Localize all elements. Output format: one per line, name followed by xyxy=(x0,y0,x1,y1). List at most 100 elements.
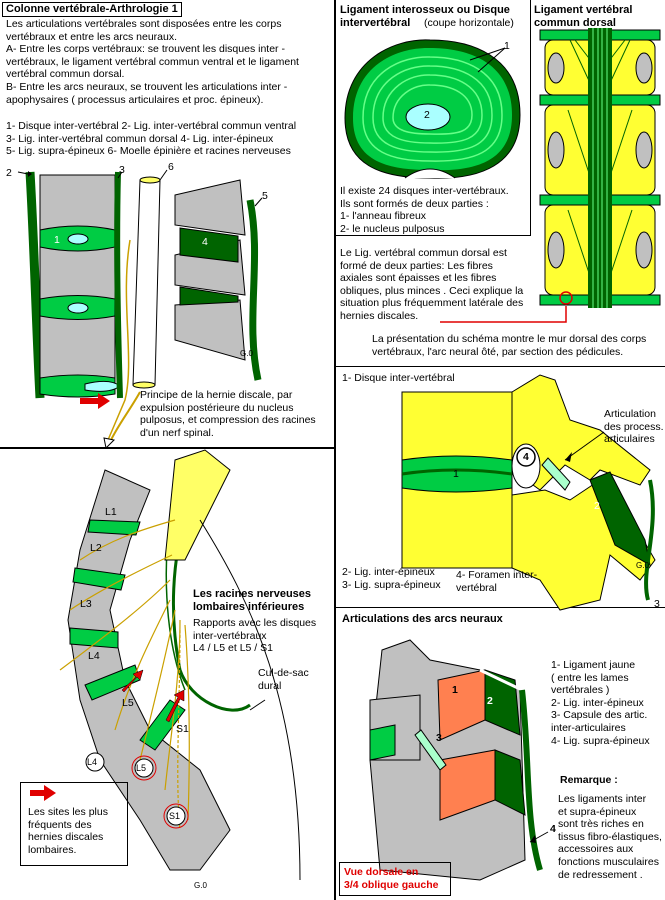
arch-label-4: 4 xyxy=(550,823,556,835)
ventral-ligament xyxy=(25,171,45,399)
supraspinous-strip xyxy=(519,689,543,871)
view-label: Vue dorsale en 3/4 oblique gauche xyxy=(344,866,439,891)
divider-horizontal-left xyxy=(0,447,336,449)
supraspinous-lig-lateral xyxy=(644,479,655,601)
arch-label-2: 2 xyxy=(487,695,493,707)
red-arrow-hernia xyxy=(80,393,110,409)
vertebra-l4: L4 xyxy=(88,650,100,662)
panel3-text: Le Lig. vertébral commun dorsal est form… xyxy=(340,247,524,322)
panel3-note: La présentation du schéma montre le mur … xyxy=(372,333,647,358)
lateral-label-3: 3 xyxy=(654,598,660,610)
panel6-remark: Les ligaments inter et supra-épineux son… xyxy=(558,793,662,881)
vertebral-body-3 xyxy=(39,315,116,379)
label-4: 4 xyxy=(202,236,208,248)
circle-l5 xyxy=(134,758,154,778)
divider-vertical-top xyxy=(334,0,336,448)
disc-label-1: 1 xyxy=(504,40,510,52)
neural-arch-articulations-diagram xyxy=(369,639,549,881)
axial-fibers xyxy=(588,28,612,308)
vertebral-body-1 xyxy=(39,174,116,231)
divider-right-col xyxy=(530,0,531,236)
circle-label-s1: S1 xyxy=(169,811,181,821)
disc-l3-l4 xyxy=(69,627,119,649)
panel2-text: Il existe 24 disques inter-vertébraux. I… xyxy=(340,185,509,235)
articulation-label: Articulation des process. articulaires xyxy=(604,408,664,446)
vertebra-l1: L1 xyxy=(105,506,117,518)
panel5-signature: G.0 xyxy=(194,881,207,890)
facet-capsule-3 xyxy=(414,729,447,771)
cord-bottom xyxy=(132,381,156,389)
nerve-root-compressed xyxy=(109,391,141,443)
vertebra-l3: L3 xyxy=(80,598,92,610)
neural-arch-1 xyxy=(174,179,246,236)
red-arrow-l4l5 xyxy=(121,669,144,693)
vertebral-body-2 xyxy=(39,246,116,300)
divider-right-2 xyxy=(336,366,665,367)
cul-de-sac-label: Cul-de-sac dural xyxy=(258,667,309,692)
disc-cross-section xyxy=(344,39,521,179)
circle-l4 xyxy=(85,752,105,772)
dorsal-ligament-column xyxy=(440,28,661,323)
sagittal-spine-diagram xyxy=(17,169,263,450)
label-2: 2 xyxy=(6,167,12,179)
panel4-legend-left: 2- Lig. inter-épineux 3- Lig. supra-épin… xyxy=(342,566,441,591)
view-label-box xyxy=(339,862,451,896)
circle-label-l4: L4 xyxy=(87,757,98,767)
panel1-title: Colonne vertébrale-Arthrologie 1 xyxy=(2,2,182,17)
arch-label-1: 1 xyxy=(452,684,458,696)
lateral-vertebrae-diagram xyxy=(401,374,656,611)
lateral-disc xyxy=(401,455,513,493)
panel1-signature: G.0 xyxy=(240,349,253,358)
panel6-title: Articulations des arcs neuraux xyxy=(342,613,503,625)
lumbar-roots-diagram xyxy=(30,449,301,881)
hernia-caption: Principe de la hernie discale, par expul… xyxy=(140,389,316,439)
panel5-subtitle: Rapports avec les disques inter-vertébra… xyxy=(193,617,317,655)
lateral-label-2: 2 xyxy=(594,500,600,512)
nerve-root-line xyxy=(107,239,131,441)
disc-label-2: 2 xyxy=(424,109,430,121)
panel3-title: Ligament vertébral commun dorsal xyxy=(534,4,633,29)
label-6: 6 xyxy=(168,161,174,173)
circle-s1 xyxy=(166,806,186,826)
red-arrow-l5s1 xyxy=(165,689,185,723)
legend-arrow xyxy=(30,785,56,801)
panel2-subtitle: (coupe horizontale) xyxy=(424,17,514,29)
interspinous-lig-2 xyxy=(494,749,526,816)
vertebra-l5: L5 xyxy=(122,697,134,709)
neural-arch-3 xyxy=(174,299,246,361)
panel6-legend: 1- Ligament jaune ( entre les lames vert… xyxy=(551,659,650,747)
panel5-legend: Les sites les plus fréquents des hernies… xyxy=(28,806,108,856)
panel5-title: Les racines nerveuses lombaires inférieu… xyxy=(193,588,312,613)
nucleus-pulposus xyxy=(405,103,451,131)
panel1-legend: 1- Disque inter-vertébral 2- Lig. inter-… xyxy=(6,120,297,158)
dura-outline xyxy=(199,519,301,881)
divider-right-1 xyxy=(336,235,530,236)
nucleus-1 xyxy=(67,233,89,245)
spinal-cord xyxy=(132,179,161,386)
label-1: 1 xyxy=(54,234,60,246)
disc-l1-l2 xyxy=(87,519,141,536)
cauda-equina xyxy=(164,449,231,561)
lateral-label-4: 4 xyxy=(523,451,529,463)
panel6-remark-title: Remarque : xyxy=(560,774,618,786)
dorsal-ligament xyxy=(114,171,123,399)
cord-top xyxy=(139,176,161,184)
vertebra-l2: L2 xyxy=(90,542,102,554)
panel2-title: Ligament interosseux ou Disque intervert… xyxy=(340,4,510,29)
vertebra-s1: S1 xyxy=(176,723,189,735)
divider-right-3 xyxy=(336,607,665,608)
label-3: 3 xyxy=(119,164,125,176)
divider-vertical-mid xyxy=(334,448,336,900)
panel1-intro: Les articulations vertébrales sont dispo… xyxy=(6,18,299,106)
panel5-legend-box xyxy=(20,782,128,866)
posterior-notch xyxy=(404,168,456,179)
panel4-legend-right: 4- Foramen inter- vertébral xyxy=(456,569,538,594)
supraspinous-ligament xyxy=(246,199,262,381)
interspinous-ligament xyxy=(179,227,239,263)
nucleus-2 xyxy=(67,302,89,314)
arch-label-3: 3 xyxy=(436,732,442,744)
panel4-title: 1- Disque inter-vertébral xyxy=(342,372,455,384)
lateral-hernia-site xyxy=(559,291,573,305)
panel4-signature: G.0 xyxy=(636,561,649,570)
